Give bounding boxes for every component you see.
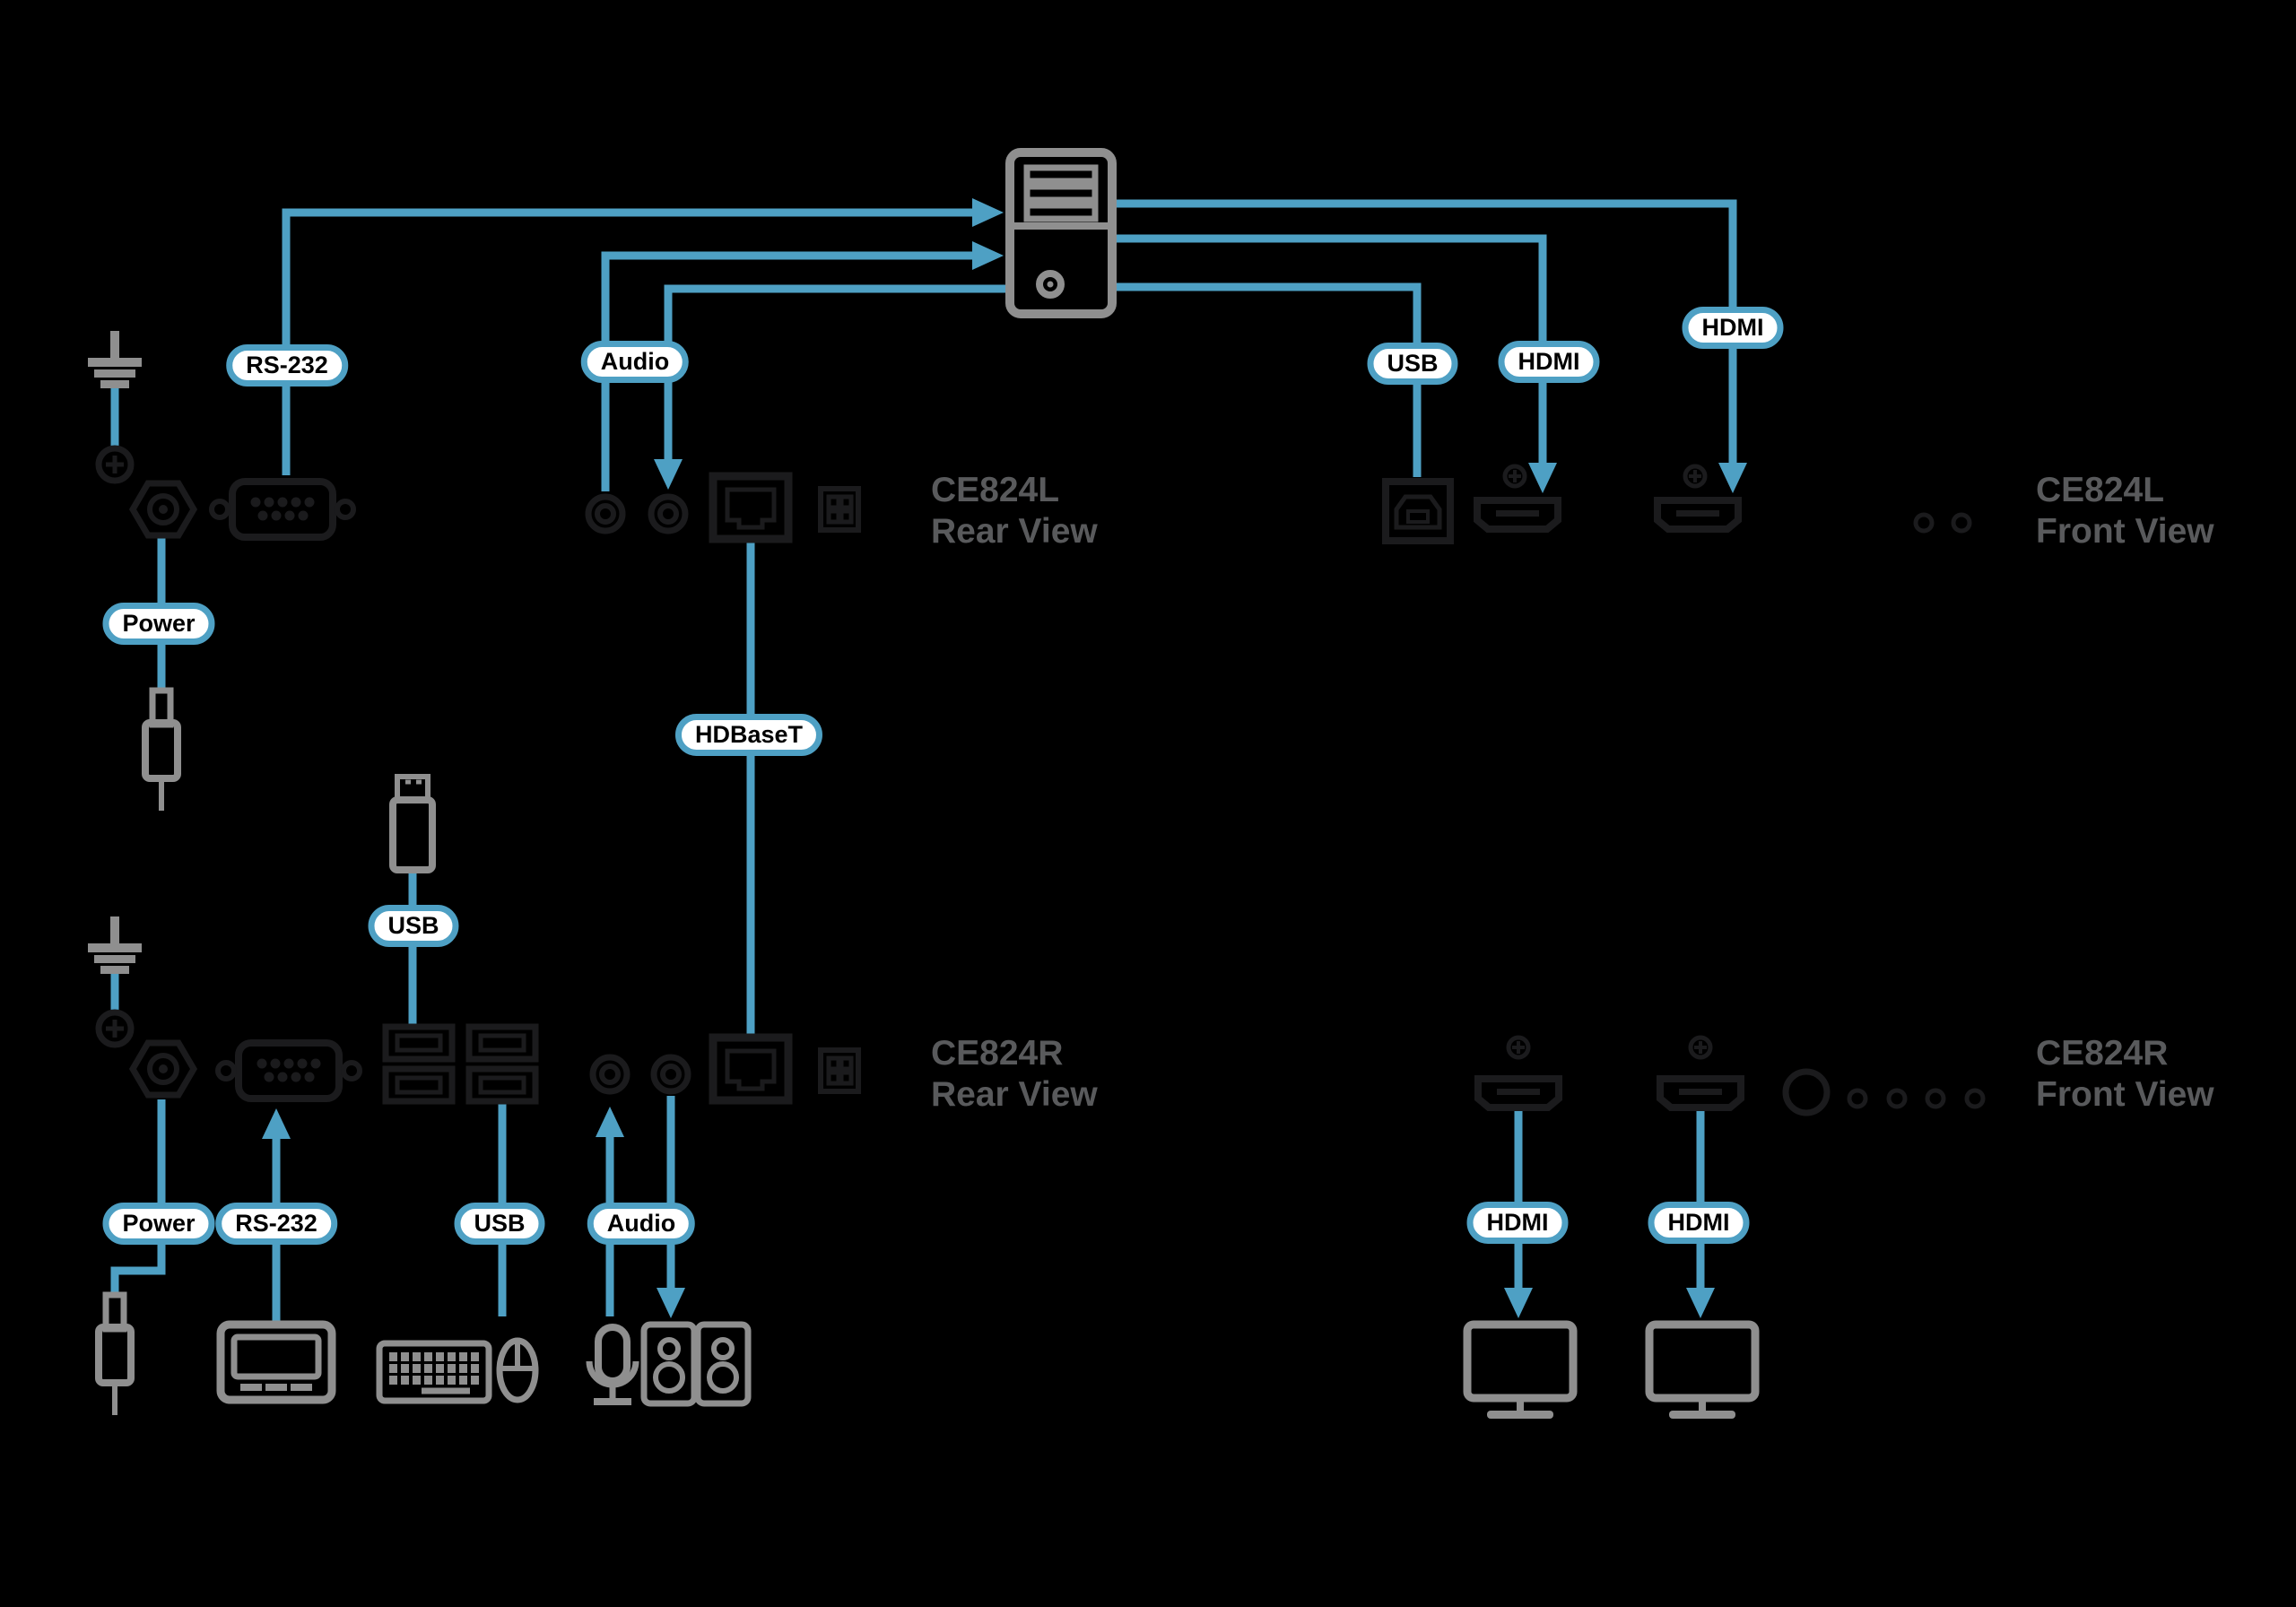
volume-knob-icon [1786,1072,1827,1113]
led-indicator-icon [1953,515,1970,531]
caption-model: CE824R [931,1034,1064,1073]
usb-a-port-icon [386,1069,452,1101]
label-pill-hdmi-bottom-2: HDMI [1648,1202,1750,1244]
ce824r-rear-panel [88,916,858,1101]
label-pill-hdmi-top-1: HDMI [1498,341,1600,383]
caption-view: Front View [2036,1075,2214,1114]
dc-power-plug-icon [99,1295,131,1415]
db9-serial-port-icon [212,482,353,537]
serial-touch-panel-icon [221,1325,332,1400]
cable-power-right [110,1099,166,1295]
caption-ce824l-rear: CE824L Rear View [931,470,1098,552]
led-indicator-icon [1916,515,1932,531]
caption-ce824r-front: CE824R Front View [2036,1033,2214,1116]
hdmi-port-icon [1477,500,1558,529]
label-pill-hdbaset: HDBaseT [674,714,823,756]
hdmi-port-icon [1478,1079,1559,1108]
speaker-icon [698,1325,748,1403]
caption-ce824r-rear: CE824R Rear View [931,1033,1098,1116]
usb-b-port-icon [1386,482,1450,541]
usb-a-port-icon [469,1027,535,1059]
label-pill-usb-top: USB [1367,343,1458,385]
label-pill-rs232-bottom: RS-232 [215,1203,337,1245]
led-indicator-icon [1889,1090,1905,1107]
arrow-into-speakers [657,1288,685,1318]
caption-ce824l-front: CE824L Front View [2036,470,2214,552]
grounding-terminal-icon [99,1012,131,1045]
label-pill-audio-top: Audio [580,341,690,383]
computer-tower-icon [1010,152,1112,314]
rj45-port-icon [713,1038,788,1100]
monitor-icon [1467,1325,1573,1419]
caption-model: CE824R [2036,1034,2169,1073]
arrow-into-monitor-1 [1504,1288,1533,1318]
dc-power-plug-icon [145,691,178,811]
cable-mic-to-pc [601,251,972,491]
audio-jack-icon [654,1057,688,1091]
arrow-into-mic-jack [596,1107,624,1137]
label-pill-rs232-top: RS-232 [226,344,348,387]
caption-model: CE824L [931,471,1060,509]
label-pill-usb-bottom: USB [454,1203,545,1245]
keyboard-icon [379,1343,489,1401]
speaker-icon [644,1325,694,1403]
microphone-icon [589,1327,636,1402]
led-indicator-icon [1967,1090,1983,1107]
cable-pc-to-hdmi2 [1112,199,1737,463]
mouse-icon [500,1341,535,1400]
cable-pc-to-speaker-jack [664,284,1010,459]
dc-power-jack-icon [133,483,194,535]
led-indicator-icon [1927,1090,1944,1107]
led-indicator-icon [1849,1090,1866,1107]
audio-jack-icon [588,497,622,531]
label-pill-hdmi-bottom-1: HDMI [1466,1202,1569,1244]
grounding-symbol-icon [88,331,142,388]
hdmi-port-icon [1657,500,1738,529]
label-pill-power-left: Power [102,603,215,645]
label-pill-usb-mid: USB [368,905,459,947]
label-pill-power-bottom: Power [102,1203,215,1245]
grounding-terminal-icon [99,448,131,481]
caption-view: Rear View [931,1075,1098,1114]
terminal-block-icon [821,489,858,530]
arrow-rs232-into-pc [972,198,1004,227]
arrow-audio-into-pc [972,241,1004,270]
arrow-into-hdmi1-port [1528,463,1557,493]
caption-view: Rear View [931,512,1098,551]
dc-power-jack-icon [133,1043,194,1095]
arrow-into-hdmi2-port [1718,463,1747,493]
usb-flash-drive-icon [393,777,432,870]
usb-a-port-icon [469,1069,535,1101]
cable-rs232-to-pc [282,208,972,475]
screw-icon [1691,1038,1710,1057]
hdmi-port-icon [1660,1079,1741,1108]
label-pill-hdmi-top-2: HDMI [1682,307,1784,349]
monitor-icon [1649,1325,1755,1419]
caption-view: Front View [2036,512,2214,551]
grounding-symbol-icon [88,916,142,974]
arrow-into-monitor-2 [1686,1288,1715,1318]
arrow-into-audio-jack [654,459,683,490]
rj45-port-icon [713,476,788,539]
audio-jack-icon [651,497,685,531]
arrow-into-db9 [262,1108,291,1139]
screw-icon [1505,466,1525,486]
cable-pc-to-hdmi1 [1112,234,1547,463]
screw-icon [1685,466,1705,486]
caption-model: CE824L [2036,471,2165,509]
label-pill-audio-bottom: Audio [587,1203,696,1245]
usb-a-port-icon [386,1027,452,1059]
screw-icon [1509,1038,1528,1057]
cable-pc-to-usb-b [1112,282,1422,477]
audio-jack-icon [593,1057,627,1091]
ce824l-front-panel [1916,515,1970,531]
ce824r-front-panel [1478,1038,1983,1113]
db9-serial-port-icon [218,1043,360,1099]
terminal-block-icon [821,1050,858,1091]
